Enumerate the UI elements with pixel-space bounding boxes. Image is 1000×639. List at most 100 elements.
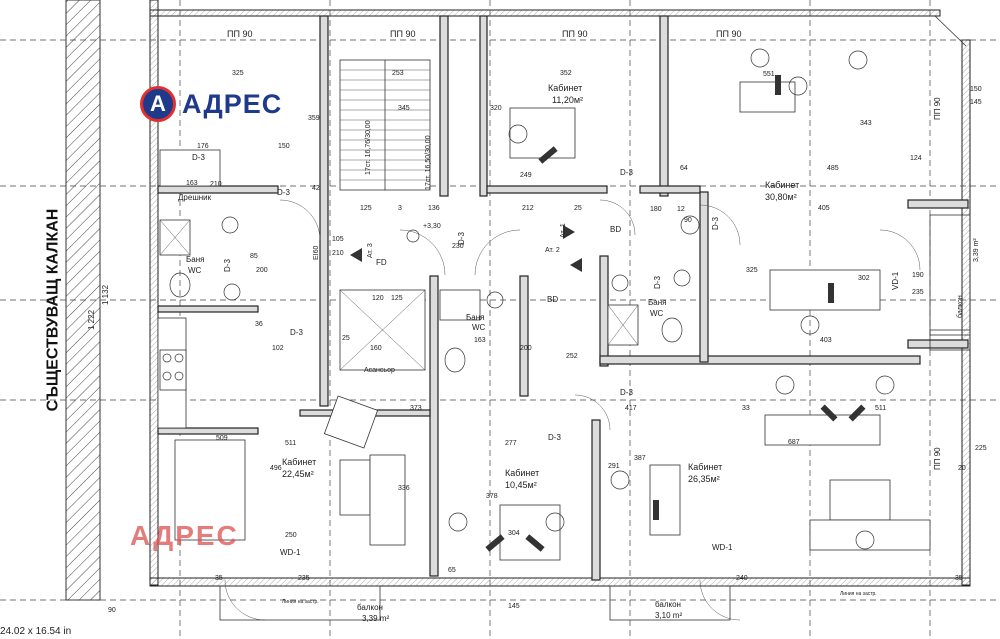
svg-text:35: 35 [955, 575, 963, 582]
window-frame [929, 329, 971, 351]
svg-text:35: 35 [215, 575, 223, 582]
desk [829, 479, 891, 521]
building-line-note: Линия на застр. [840, 591, 877, 597]
svg-text:102: 102 [272, 345, 284, 352]
room-area: 22,45м² [282, 469, 314, 479]
svg-text:163: 163 [186, 180, 198, 187]
svg-text:235: 235 [912, 289, 924, 296]
desk [739, 81, 796, 113]
wall [519, 275, 529, 397]
svg-text:302: 302 [858, 275, 870, 282]
desk [809, 519, 931, 551]
stair-label: 17ст. 16,76/30,00 [365, 120, 372, 175]
wall [429, 275, 439, 577]
wall [659, 15, 669, 197]
direction-arrow [350, 248, 362, 262]
svg-text:378: 378 [486, 493, 498, 500]
wall [486, 185, 608, 194]
door-tag: D-3 [192, 153, 205, 162]
wall [907, 199, 969, 209]
watermark: АДРЕС [130, 520, 239, 551]
svg-text:291: 291 [608, 463, 620, 470]
office-chairs [448, 48, 895, 550]
svg-text:176: 176 [197, 143, 209, 150]
svg-text:212: 212 [522, 205, 534, 212]
wall [319, 15, 329, 407]
stove [159, 349, 187, 391]
svg-text:150: 150 [970, 86, 982, 93]
svg-text:90: 90 [684, 217, 692, 224]
svg-text:511: 511 [875, 405, 886, 412]
elevator-label: Асансьор [364, 367, 395, 374]
svg-text:405: 405 [818, 205, 830, 212]
stair-label: 17ст. 16,50/30,00 [425, 135, 432, 190]
svg-text:3: 3 [398, 205, 402, 212]
room-area: 26,35м² [688, 474, 720, 484]
computer-monitors [485, 75, 866, 552]
svg-text:225: 225 [975, 445, 987, 452]
wall [479, 15, 488, 197]
svg-text:403: 403 [820, 337, 832, 344]
wc-label: WC [188, 266, 202, 275]
door-tag: D-3 [620, 168, 633, 177]
svg-text:359: 359 [308, 115, 320, 122]
svg-text:125: 125 [360, 205, 372, 212]
svg-text:320: 320 [490, 105, 502, 112]
wall [599, 355, 921, 365]
wall [157, 427, 259, 435]
fire-door-label: ПП 90 [227, 29, 252, 39]
attic-label: Ат. 2 [545, 247, 560, 254]
fire-door-tag: FD [376, 258, 387, 267]
fire-door-label: ПП 90 [716, 29, 741, 39]
desk [369, 454, 406, 546]
svg-text:325: 325 [746, 267, 758, 274]
svg-text:485: 485 [827, 165, 839, 172]
svg-text:235: 235 [298, 575, 310, 582]
door-tag: D-3 [711, 217, 720, 230]
window-door-tag: WD-1 [712, 543, 733, 552]
svg-text:336: 336 [398, 485, 410, 492]
wall [639, 185, 701, 194]
svg-text:210: 210 [210, 181, 222, 188]
svg-text:180: 180 [650, 206, 662, 213]
svg-text:33: 33 [742, 405, 750, 412]
svg-text:125: 125 [391, 295, 403, 302]
fire-door-label: ПП 90 [933, 97, 942, 120]
svg-text:387: 387 [634, 455, 646, 462]
balcony-area: 3,39 m² [973, 238, 980, 262]
wall [439, 15, 449, 197]
overall-dimension: 1 222 [87, 309, 96, 330]
window-door-tag: VD-1 [891, 271, 900, 290]
svg-text:277: 277 [505, 440, 517, 447]
svg-text:687: 687 [788, 439, 800, 446]
wc-label: WC [472, 323, 486, 332]
balcony-label: балкон [956, 295, 964, 318]
brand-logo: A АДРЕС [140, 84, 282, 124]
sofa [174, 439, 246, 541]
fire-rating-label: EI60 [313, 245, 320, 260]
svg-text:345: 345 [398, 105, 410, 112]
wall [157, 305, 259, 313]
bathroom-fixtures [159, 216, 691, 373]
door-tag: D-3 [548, 433, 561, 442]
svg-text:25: 25 [574, 205, 582, 212]
wardrobe [159, 149, 221, 187]
svg-text:253: 253 [392, 70, 404, 77]
balcony-right-bottom [609, 585, 731, 621]
elevator-cross [339, 289, 426, 371]
svg-text:42: 42 [312, 185, 320, 192]
door-tag: BD [610, 225, 621, 234]
balcony-area: 3,39 m² [362, 614, 389, 623]
door-tag: D-3 [653, 276, 662, 289]
wardrobe-label: Дрешник [178, 193, 212, 202]
svg-text:551: 551 [763, 71, 775, 78]
room-name: Кабинет [688, 462, 722, 472]
svg-text:85: 85 [250, 253, 258, 260]
door-tag: D-3 [457, 232, 466, 245]
attic-label: Ат. 3 [367, 243, 374, 258]
room-name: Кабинет [505, 468, 539, 478]
balcony-area: 3,10 m² [655, 611, 682, 620]
wc-label: WC [650, 309, 664, 318]
svg-text:163: 163 [474, 337, 486, 344]
